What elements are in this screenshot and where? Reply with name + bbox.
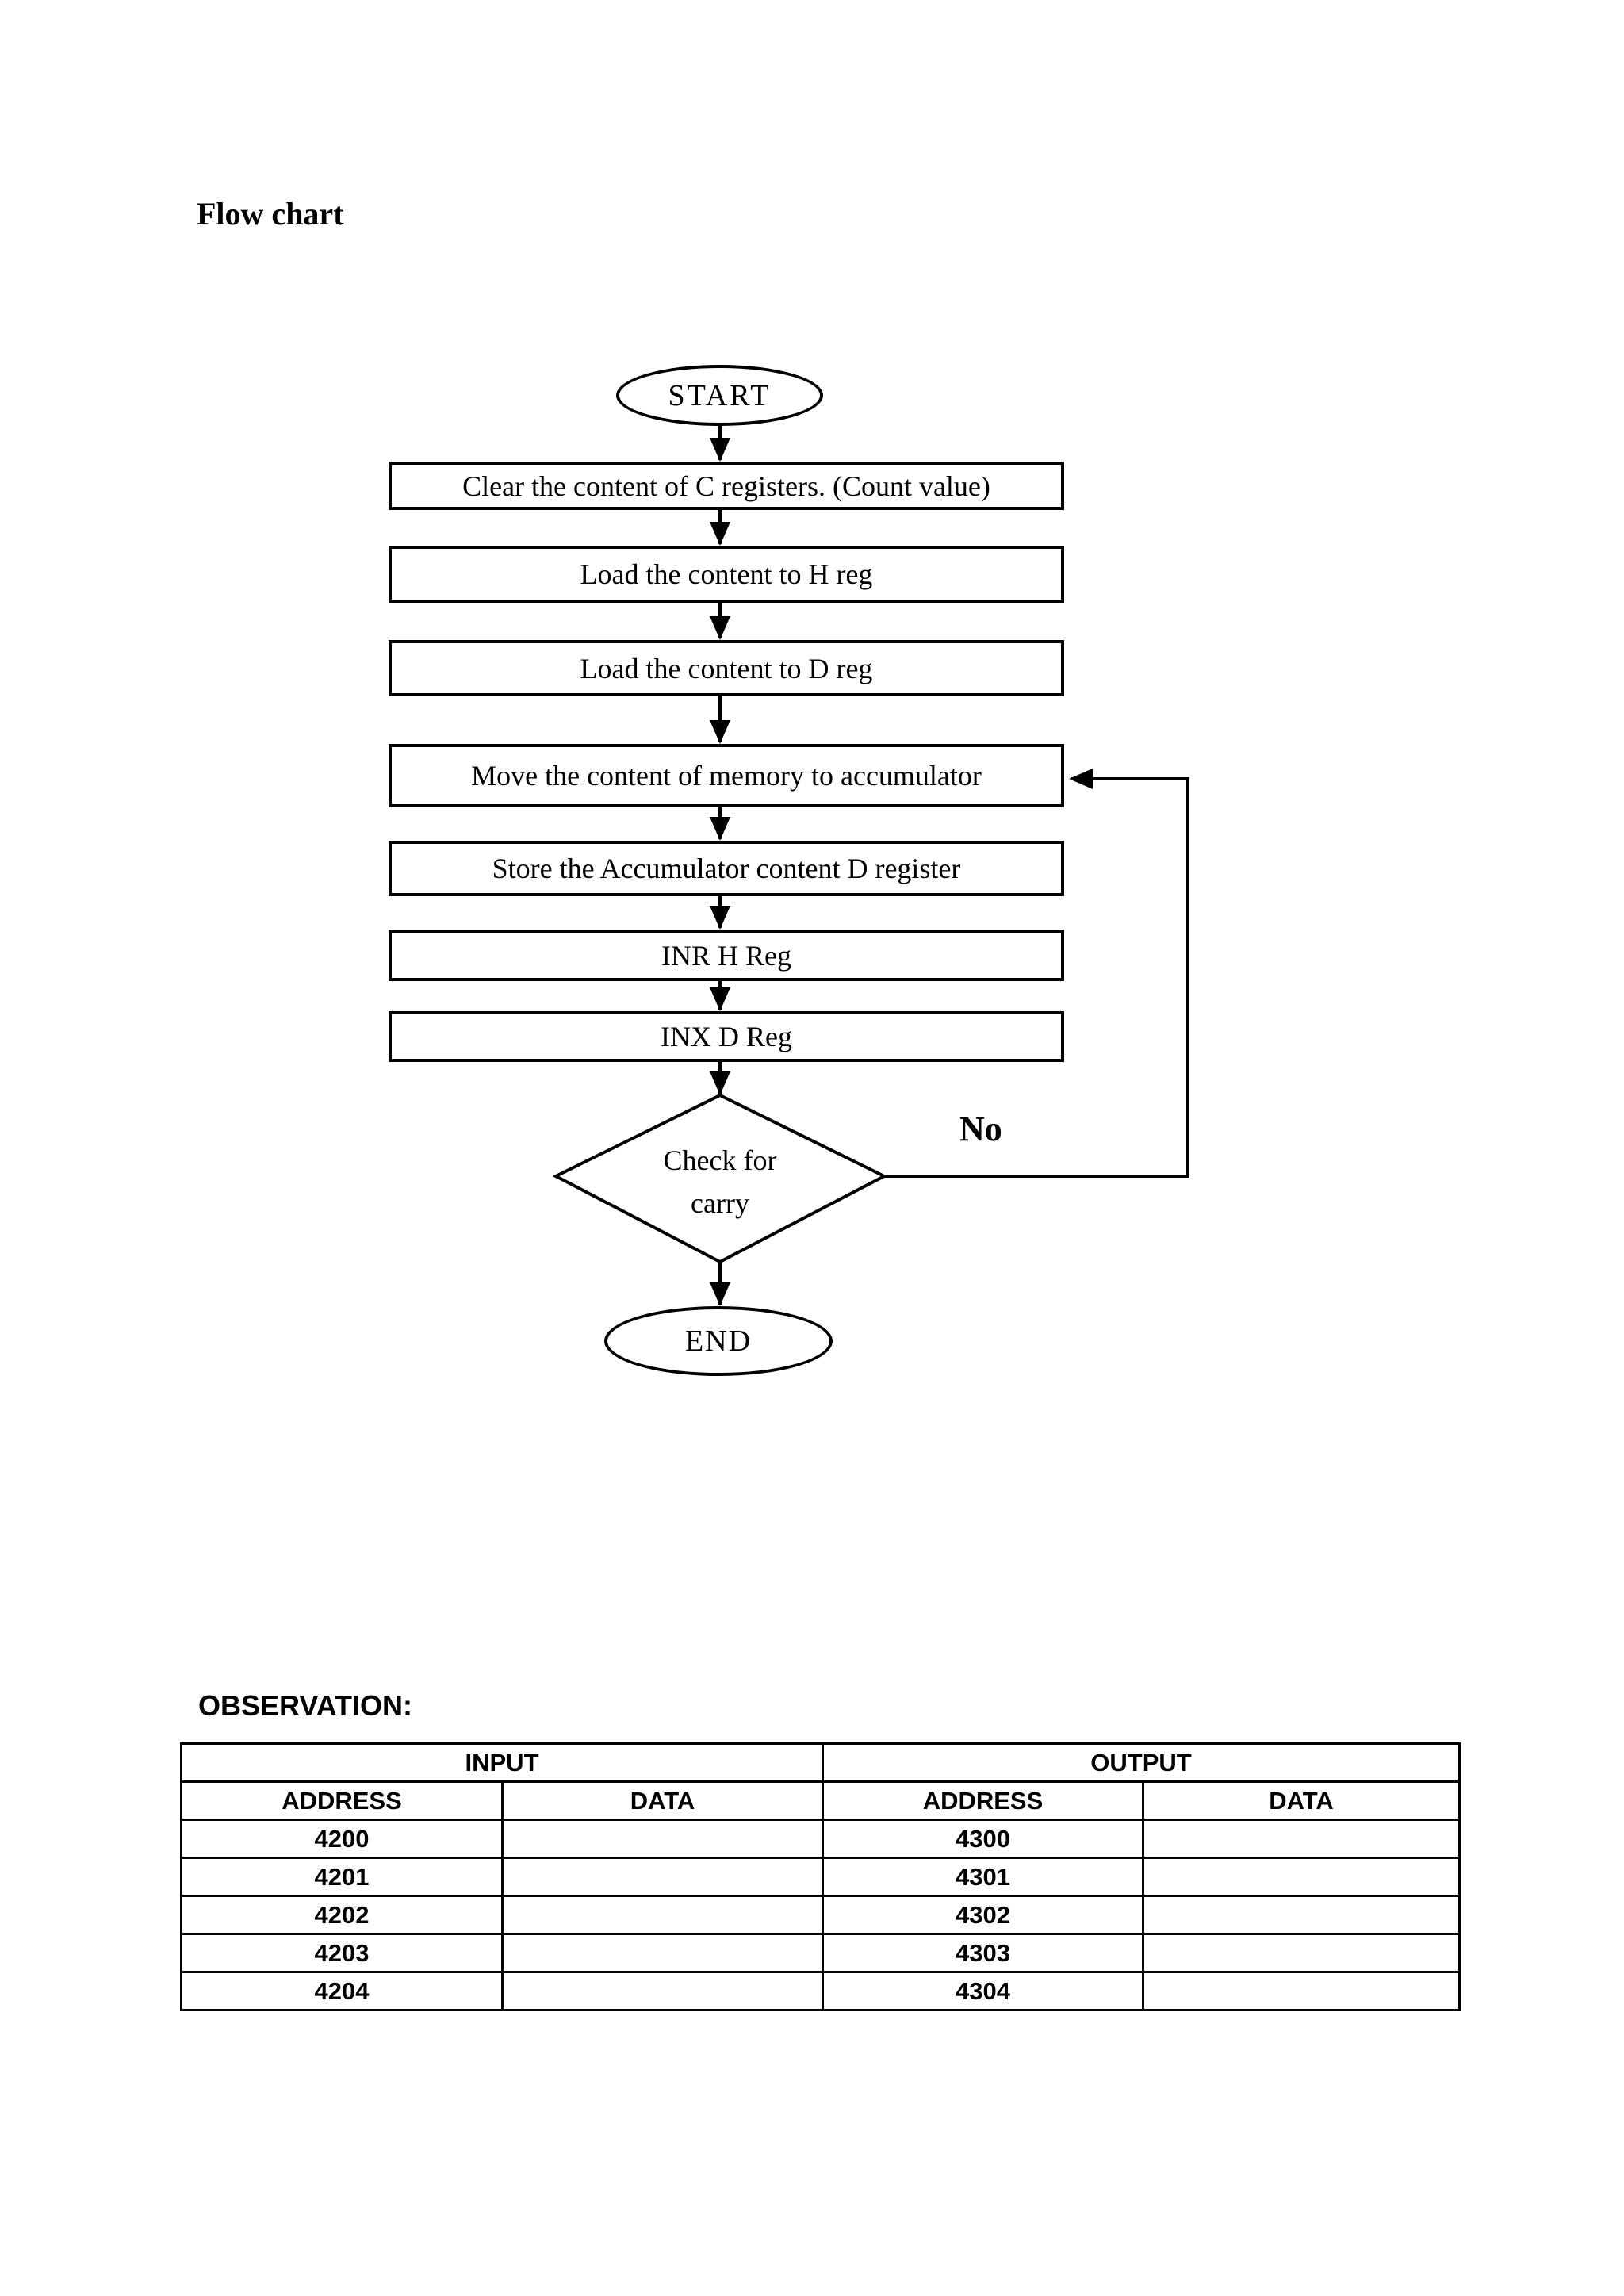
col-header-output-address: ADDRESS	[822, 1780, 1144, 1821]
output-data-cell	[1142, 1857, 1461, 1897]
start-terminator: START	[616, 365, 823, 426]
table-section-header-row: INPUT OUTPUT	[180, 1742, 1461, 1783]
flowchart-step-inx-d-reg: INX D Reg	[389, 1011, 1064, 1062]
input-address-cell: 4202	[180, 1895, 504, 1935]
input-address-cell: 4200	[180, 1819, 504, 1859]
table-row: 4200 4300	[180, 1819, 1461, 1859]
input-section-header: INPUT	[180, 1742, 824, 1783]
flowchart-step-move-memory-to-accumulator: Move the content of memory to accumulato…	[389, 744, 1064, 807]
table-row: 4203 4303	[180, 1933, 1461, 1973]
col-header-input-address: ADDRESS	[180, 1780, 504, 1821]
output-address-cell: 4302	[822, 1895, 1144, 1935]
output-address-cell: 4301	[822, 1857, 1144, 1897]
col-header-output-data: DATA	[1142, 1780, 1461, 1821]
no-branch-line	[884, 769, 1189, 1178]
input-address-cell: 4201	[180, 1857, 504, 1897]
input-data-cell	[501, 1857, 824, 1897]
input-data-cell	[501, 1895, 824, 1935]
output-data-cell	[1142, 1971, 1461, 2011]
observation-table: INPUT OUTPUT ADDRESS DATA ADDRESS DATA 4…	[180, 1742, 1461, 2011]
table-row: 4202 4302	[180, 1895, 1461, 1935]
output-address-cell: 4303	[822, 1933, 1144, 1973]
input-data-cell	[501, 1971, 824, 2011]
output-address-cell: 4304	[822, 1971, 1144, 2011]
input-data-cell	[501, 1819, 824, 1859]
observation-heading: OBSERVATION:	[198, 1689, 413, 1722]
input-address-cell: 4203	[180, 1933, 504, 1973]
decision-label: Check for carry	[601, 1139, 839, 1225]
decision-diamond	[552, 1093, 888, 1264]
output-address-cell: 4300	[822, 1819, 1144, 1859]
input-data-cell	[501, 1933, 824, 1973]
decision-line-1: Check for	[663, 1144, 777, 1176]
table-row: 4204 4304	[180, 1971, 1461, 2011]
flowchart-step-inr-h-reg: INR H Reg	[389, 930, 1064, 981]
flowchart-step-load-d-reg: Load the content to D reg	[389, 640, 1064, 696]
decision-line-2: carry	[691, 1187, 749, 1219]
end-terminator: END	[604, 1306, 833, 1376]
table-row: 4201 4301	[180, 1857, 1461, 1897]
no-branch-label: No	[959, 1110, 1002, 1148]
input-address-cell: 4204	[180, 1971, 504, 2011]
output-data-cell	[1142, 1819, 1461, 1859]
flowchart-step-store-accumulator: Store the Accumulator content D register	[389, 841, 1064, 896]
output-data-cell	[1142, 1895, 1461, 1935]
table-column-header-row: ADDRESS DATA ADDRESS DATA	[180, 1780, 1461, 1821]
flowchart-step-clear-c-register: Clear the content of C registers. (Count…	[389, 462, 1064, 510]
col-header-input-data: DATA	[501, 1780, 824, 1821]
output-section-header: OUTPUT	[822, 1742, 1461, 1783]
flowchart-step-load-h-reg: Load the content to H reg	[389, 546, 1064, 603]
page-title: Flow chart	[197, 196, 344, 232]
output-data-cell	[1142, 1933, 1461, 1973]
